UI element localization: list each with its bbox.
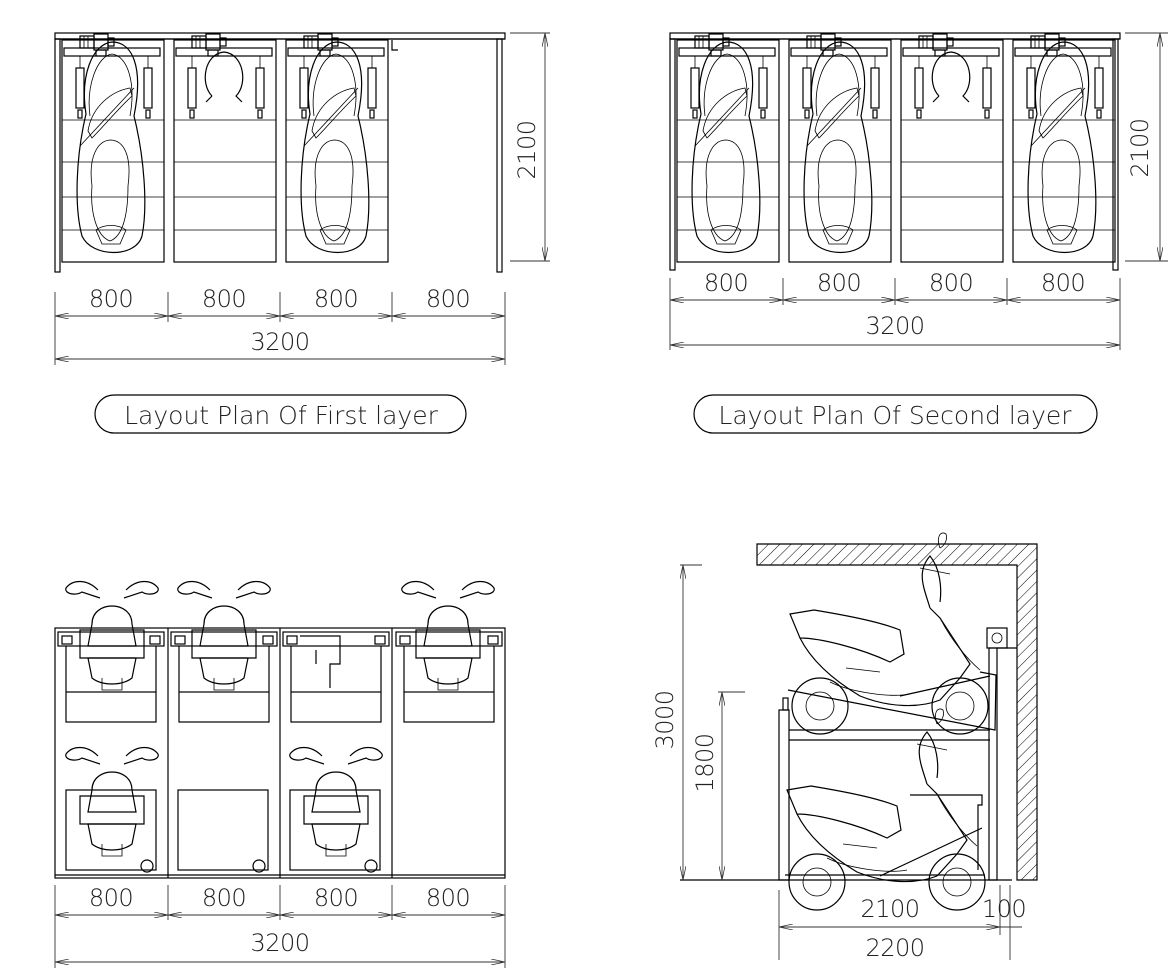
empty-bay-hook [931, 51, 971, 103]
scooter-top-view [691, 41, 761, 254]
motor-3 [303, 33, 339, 57]
dim-total-width: 3200 [865, 312, 924, 340]
dim-total-depth: 2200 [865, 934, 924, 962]
scooter-top-view [1027, 41, 1097, 254]
bay-3-frame [285, 39, 389, 263]
upper-rack [282, 631, 390, 723]
motor-2 [806, 33, 842, 57]
dim-bay-2: 800 [202, 884, 246, 912]
dim-bay-1: 800 [89, 285, 133, 313]
dim-bay-2: 800 [202, 285, 246, 313]
second-layer-title: Layout Plan Of Second layer [718, 401, 1072, 430]
bay-4-frame [1012, 39, 1116, 263]
dim-total-width: 3200 [250, 328, 309, 356]
dim-bay-2: 800 [817, 269, 861, 297]
first-layer-plan: 2100 800 800 800 800 3200 Layout Plan Of… [54, 32, 550, 434]
dim-bay-4: 800 [426, 285, 470, 313]
side-motor [986, 627, 1008, 649]
second-layer-plan: 2100 800 800 800 800 3200 Layout Plan Of… [669, 32, 1168, 434]
scooter-front-view [401, 580, 495, 691]
dim-upper-level-height: 1800 [691, 733, 719, 792]
dim-bay-4: 800 [1041, 269, 1085, 297]
bay-2-frame [788, 39, 892, 263]
motor-1 [79, 33, 115, 57]
dim-depth-2100: 2100 [1126, 118, 1154, 177]
empty-bay-hook [204, 51, 244, 103]
dim-rack-depth: 2100 [860, 895, 919, 923]
motor-4 [1030, 33, 1066, 57]
bay-2-frame [173, 39, 277, 263]
dim-wall-gap: 100 [982, 895, 1026, 923]
dim-depth-2100: 2100 [513, 120, 541, 179]
scooter-front-view [65, 746, 159, 857]
dim-bay-3: 800 [314, 884, 358, 912]
scooter-front-view [289, 746, 383, 857]
bay-3-frame [900, 39, 1004, 263]
folded-rack [300, 635, 341, 688]
scooter-front-view [177, 580, 271, 691]
scooter-top-view [300, 41, 370, 254]
scooter-front-view [65, 580, 159, 691]
scooter-top-view [803, 41, 873, 254]
bay-1-frame [61, 39, 165, 263]
bay-1-frame [676, 39, 780, 263]
tilted-platform [787, 671, 997, 731]
title-pill [693, 394, 1098, 434]
dim-bay-1: 800 [89, 884, 133, 912]
dim-total-width: 3200 [250, 929, 309, 957]
dim-bay-3: 800 [314, 285, 358, 313]
scooter-top-view [76, 41, 146, 254]
dim-bay-3: 800 [929, 269, 973, 297]
dim-total-height: 3000 [651, 690, 679, 749]
side-elevation: 3000 1800 2100 100 2200 [651, 532, 1038, 962]
wall-ceiling-hatch [756, 543, 1038, 881]
dim-bay-1: 800 [704, 269, 748, 297]
first-layer-title: Layout Plan Of First layer [124, 401, 438, 430]
motor-1 [694, 33, 730, 57]
title-pill [94, 394, 467, 434]
dim-bay-4: 800 [426, 884, 470, 912]
front-elevation: 800 800 800 800 3200 [54, 580, 506, 968]
